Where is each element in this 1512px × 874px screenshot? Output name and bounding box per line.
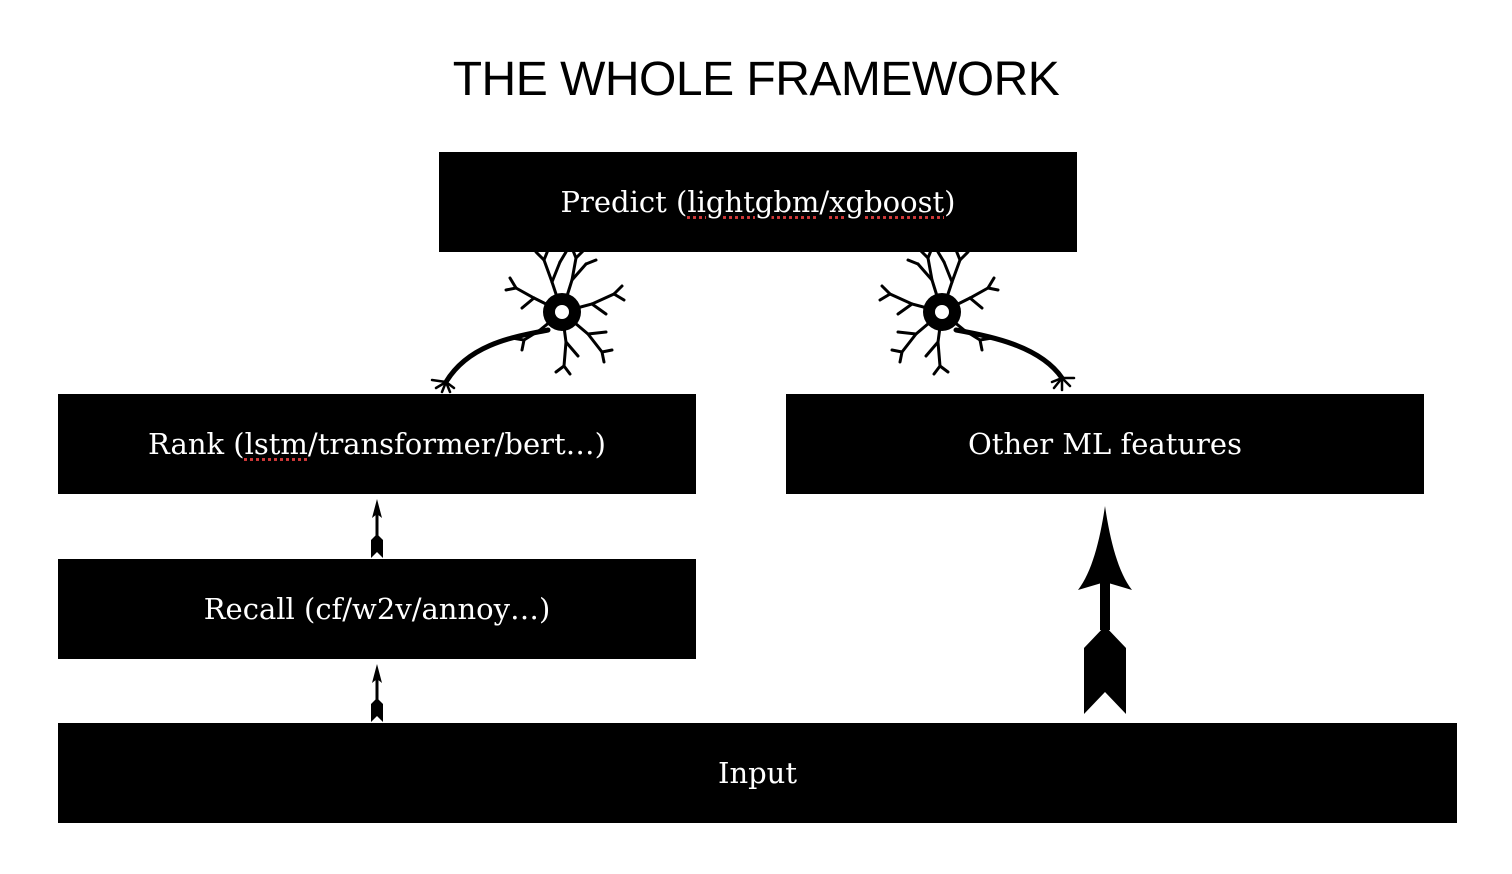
neuron-icon bbox=[878, 246, 1076, 392]
input-label: Input bbox=[717, 756, 798, 790]
diagram-title: THE WHOLE FRAMEWORK bbox=[452, 53, 1060, 106]
arrow-up-icon bbox=[1078, 506, 1132, 714]
arrow-up-icon bbox=[371, 664, 383, 722]
rank-label-lstm: lstm bbox=[244, 427, 308, 461]
predict-label-lightgbm: lightgbm bbox=[687, 185, 820, 219]
other-ml-features-box: Other ML features bbox=[786, 394, 1424, 494]
neuron-icon bbox=[430, 246, 626, 394]
other-ml-features-label: Other ML features bbox=[968, 427, 1242, 461]
predict-label-xgboost: xgboost bbox=[829, 185, 945, 219]
rank-label: Rank (lstm/transformer/bert…) bbox=[148, 427, 606, 461]
arrow-up-icon bbox=[371, 499, 383, 558]
rank-box: Rank (lstm/transformer/bert…) bbox=[58, 394, 696, 494]
input-box: Input bbox=[58, 723, 1457, 823]
predict-label: Predict (lightgbm/xgboost) bbox=[560, 185, 956, 219]
recall-box: Recall (cf/w2v/annoy…) bbox=[58, 559, 696, 659]
predict-box: Predict (lightgbm/xgboost) bbox=[439, 152, 1077, 252]
recall-label: Recall (cf/w2v/annoy…) bbox=[203, 592, 551, 626]
